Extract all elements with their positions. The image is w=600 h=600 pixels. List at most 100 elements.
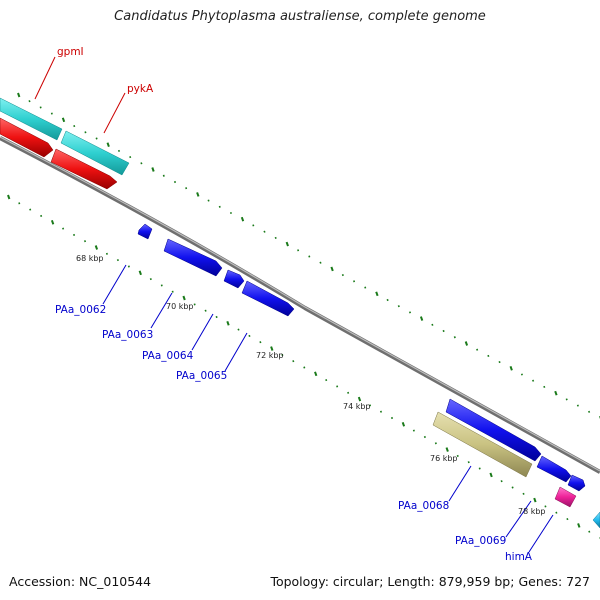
- outer-tick: [240, 216, 245, 222]
- gene-labels: gpmI pykA PAa_0062 PAa_0063 PAa_0064 PAa…: [55, 46, 533, 563]
- label-PAa_0063[interactable]: PAa_0063: [102, 329, 153, 341]
- genome-stats: Topology: circular; Length: 879,959 bp; …: [270, 574, 590, 589]
- label-pykA[interactable]: pykA: [127, 83, 154, 95]
- label-PAa_0069[interactable]: PAa_0069: [455, 535, 506, 547]
- outer-tick: [39, 106, 42, 109]
- gene-PAa_0064[interactable]: [223, 269, 245, 289]
- outer-tick: [173, 180, 177, 184]
- outer-tick: [487, 354, 490, 357]
- kbp-label-68: 68 kbp: [76, 254, 104, 263]
- outer-tick: [28, 100, 31, 103]
- outer-tick: [565, 398, 568, 401]
- inner-tick: [456, 454, 459, 457]
- inner-tick: [511, 486, 514, 489]
- inner-tick: [303, 366, 306, 369]
- gene-gpmI-cyan[interactable]: [0, 97, 63, 141]
- outer-tick: [297, 249, 300, 252]
- outer-tick: [431, 323, 434, 326]
- inner-tick: [577, 523, 581, 528]
- outer-tick: [73, 125, 76, 128]
- outer-tick: [263, 230, 266, 233]
- inner-tick: [489, 472, 493, 478]
- inner-tick: [533, 497, 537, 503]
- outer-tick: [364, 286, 367, 289]
- label-PAa_0064[interactable]: PAa_0064: [142, 350, 194, 362]
- inner-tick: [467, 461, 470, 464]
- inner-tick: [226, 320, 230, 326]
- kbp-labels: 68 kbp 70 kbp 72 kbp 74 kbp 76 kbp 78 kb…: [76, 254, 546, 516]
- inner-tick: [7, 194, 11, 200]
- outer-tick: [308, 255, 311, 258]
- inner-tick: [193, 303, 196, 306]
- accession-info: Accession: NC_010544: [9, 574, 151, 589]
- gene-PAa_0065[interactable]: [241, 280, 295, 317]
- inner-tick: [138, 270, 142, 276]
- outer-tick: [50, 112, 53, 115]
- inner-tick: [94, 245, 99, 250]
- label-himA[interactable]: himA: [505, 551, 533, 563]
- inner-tick: [325, 379, 328, 382]
- accession-value: NC_010544: [79, 574, 152, 589]
- inner-tick: [423, 435, 426, 439]
- gene-himA[interactable]: [592, 511, 600, 529]
- leader-PAa_0068: [448, 465, 472, 502]
- leader-gpmI: [34, 56, 56, 100]
- outer-tick: [84, 131, 87, 134]
- gene-pykA-cyan[interactable]: [60, 130, 130, 176]
- gene-PAa_0063[interactable]: [163, 238, 223, 277]
- gene-PAa_0069[interactable]: [554, 486, 577, 508]
- inner-tick: [215, 315, 218, 319]
- kbp-label-70: 70 kbp: [166, 302, 194, 311]
- outer-tick: [375, 291, 379, 297]
- length-value: 879,959 bp: [438, 574, 511, 589]
- inner-tick: [555, 511, 558, 514]
- label-PAa_0068[interactable]: PAa_0068: [398, 500, 449, 512]
- inner-tick: [357, 396, 362, 402]
- label-PAa_0065[interactable]: PAa_0065: [176, 370, 227, 382]
- gene-features: [0, 97, 600, 529]
- outer-tick: [464, 341, 469, 346]
- gene-gpmI-red[interactable]: [0, 117, 54, 158]
- outer-tick: [353, 280, 356, 283]
- inner-tick: [204, 309, 207, 312]
- gene-small-blue-1[interactable]: [137, 223, 153, 240]
- label-leaders: [34, 56, 554, 553]
- outer-tick: [17, 92, 21, 98]
- outer-tick: [162, 174, 165, 177]
- label-PAa_0062[interactable]: PAa_0062: [55, 304, 106, 316]
- kbp-label-72: 72 kbp: [256, 351, 284, 360]
- gene-blue-small-4[interactable]: [567, 474, 586, 492]
- gene-large-blue-2[interactable]: [445, 398, 542, 462]
- inner-tick: [292, 360, 295, 363]
- outer-tick: [129, 156, 132, 159]
- gene-pykA-red[interactable]: [50, 148, 118, 190]
- outer-tick: [196, 192, 200, 197]
- outer-tick: [185, 187, 188, 190]
- outer-tick: [319, 261, 322, 264]
- outer-tick: [408, 311, 412, 314]
- gene-PAa_0068[interactable]: [432, 411, 533, 478]
- label-gpmI[interactable]: gpmI: [57, 46, 84, 58]
- inner-tick: [40, 214, 43, 217]
- outer-tick: [140, 162, 143, 165]
- outer-tick: [442, 329, 445, 333]
- inner-tick: [566, 518, 569, 521]
- inner-tick: [83, 240, 87, 243]
- leader-PAa_0062: [102, 264, 127, 305]
- inner-tick: [347, 391, 350, 394]
- outer-tick: [229, 211, 232, 215]
- genome-backbone: [0, 136, 600, 474]
- gene-blue-small-3[interactable]: [536, 455, 572, 483]
- genes-label: Genes:: [518, 574, 563, 589]
- outer-tick: [61, 117, 66, 123]
- outer-tick: [498, 361, 501, 364]
- outer-tick: [554, 390, 558, 396]
- inner-tick: [105, 252, 108, 255]
- outer-tick: [285, 241, 289, 247]
- leader-pykA: [103, 92, 126, 134]
- leader-himA: [528, 514, 554, 553]
- outer-tick: [386, 298, 389, 302]
- outer-tick: [453, 336, 456, 339]
- inner-tick: [248, 334, 251, 337]
